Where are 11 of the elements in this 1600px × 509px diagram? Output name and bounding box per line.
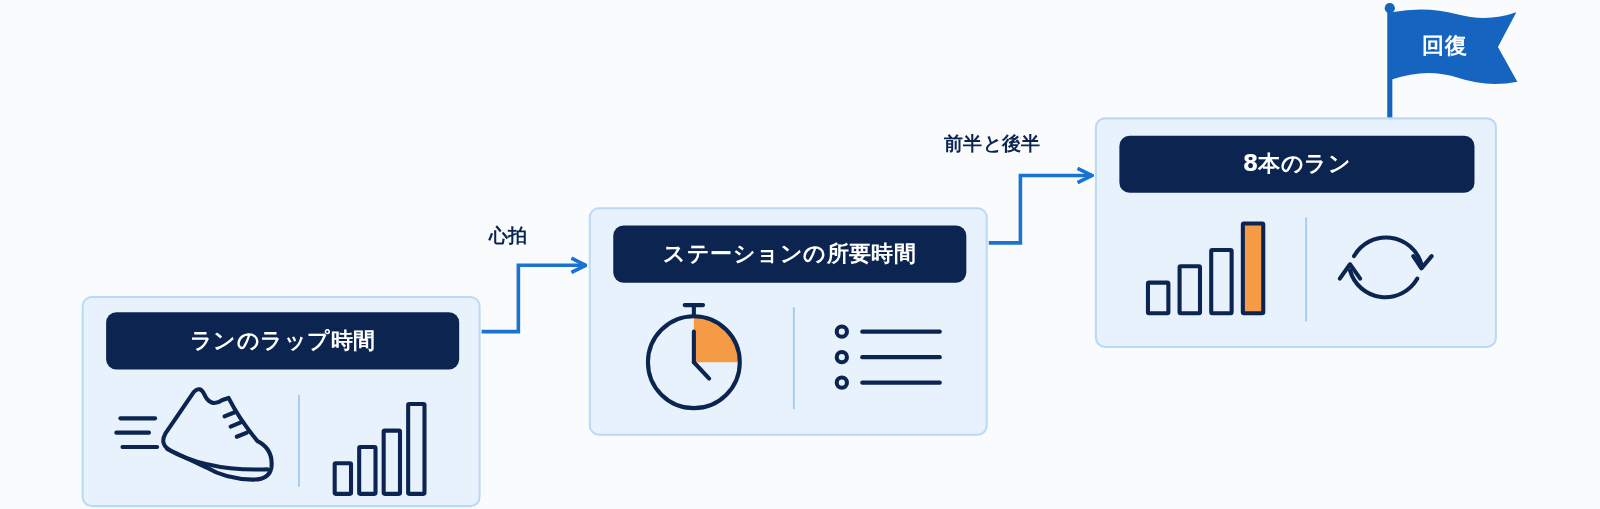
arrow (481, 256, 588, 334)
title-bar: ランのラップ時間 (106, 312, 460, 370)
arrow (988, 166, 1094, 245)
step-card (81, 295, 481, 508)
edge-label: 前半と後半 (943, 130, 1041, 157)
step-card (588, 207, 988, 436)
title-bar: ステーションの所要時間 (613, 225, 967, 283)
flag-label: 回復 (1422, 31, 1468, 61)
edge-label: 心拍 (488, 222, 528, 248)
title-bar: 8本のラン (1119, 135, 1475, 193)
step-card (1094, 117, 1497, 348)
